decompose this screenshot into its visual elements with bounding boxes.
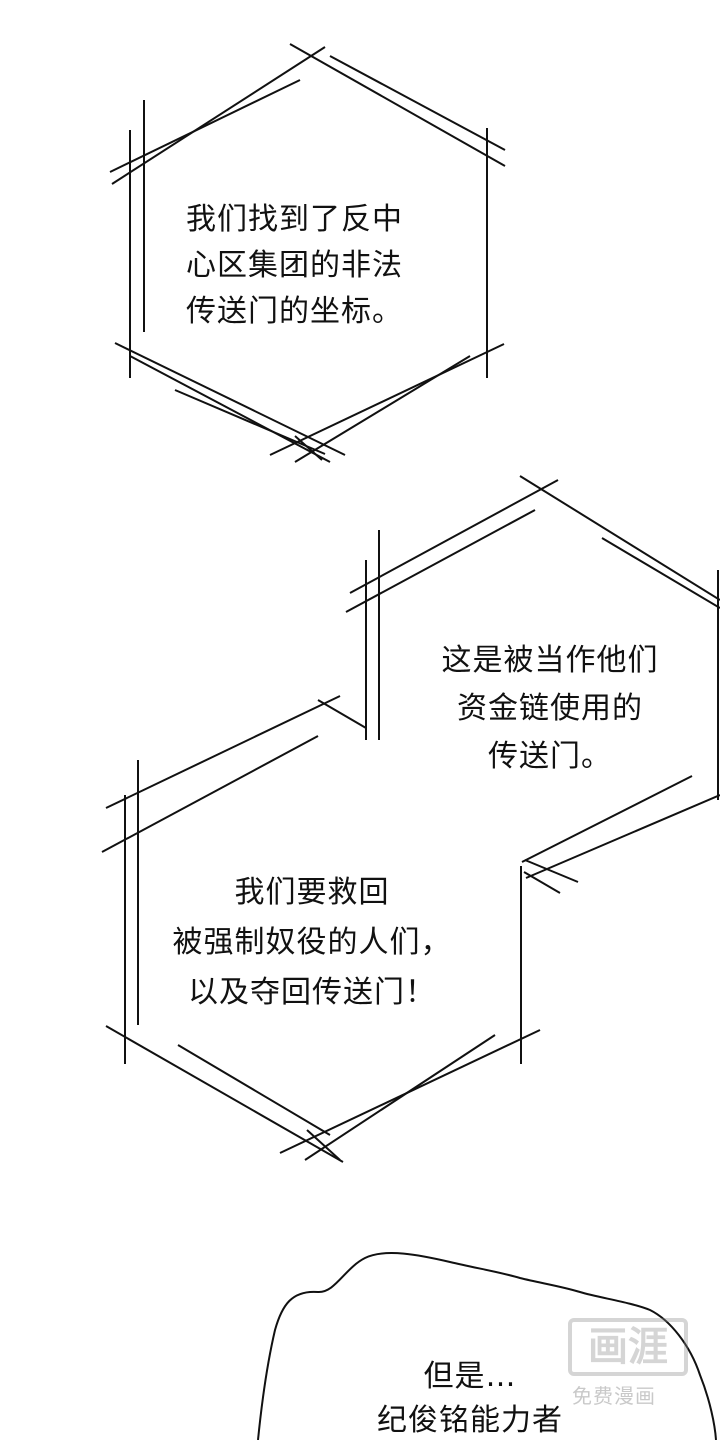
bubble-line: 传送门的坐标。	[186, 294, 403, 329]
hexagon-bubble-1-outline	[109, 43, 506, 463]
speech-bubble-2-text: 这是被当作他们 资金链使用的 传送门。	[400, 637, 700, 781]
speech-bubble-3-text: 我们要救回 被强制奴役的人们， 以及夺回传送门！	[152, 868, 472, 1018]
watermark-subtitle: 免费漫画	[572, 1384, 656, 1408]
bubble-line: 资金链使用的	[457, 691, 643, 726]
speech-bubble-1-text: 我们找到了反中 心区集团的非法 传送门的坐标。	[186, 197, 403, 335]
bubble-line: 以及夺回传送门！	[188, 975, 436, 1010]
bubble-line: 被强制奴役的人们，	[172, 925, 452, 960]
hexagon-bubble-2-outline	[317, 475, 720, 894]
watermark: 画涯 免费漫画	[568, 1318, 698, 1418]
bubble-line: 传送门。	[488, 739, 612, 774]
hexagon-bubble-3-outline	[101, 695, 541, 1163]
bubble-line: 纪俊铭能力者	[377, 1403, 563, 1438]
bubble-line: 但是…	[423, 1359, 517, 1394]
bubble-line: 这是被当作他们	[441, 643, 659, 678]
bubble-line: 我们找到了反中	[186, 202, 403, 237]
wavy-bubble-outline	[257, 1252, 717, 1440]
speech-bubble-4-text: 但是… 纪俊铭能力者	[340, 1355, 600, 1440]
watermark-logo: 画涯	[568, 1318, 688, 1376]
bubble-line: 心区集团的非法	[186, 248, 403, 283]
bubble-line: 我们要救回	[234, 875, 390, 910]
